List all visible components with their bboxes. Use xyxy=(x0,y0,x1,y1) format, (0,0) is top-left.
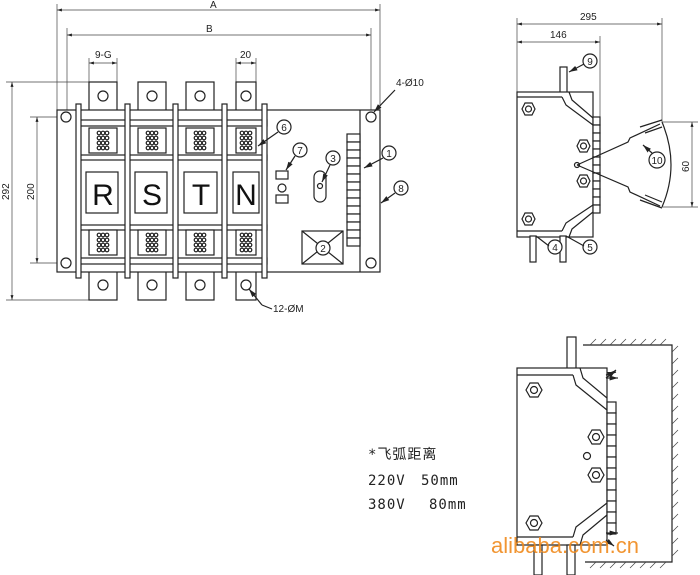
side-view: 295 146 60 9 10 4 xyxy=(516,12,698,263)
svg-text:9: 9 xyxy=(587,57,593,68)
hex-nuts xyxy=(525,382,605,531)
dim-pitch-label: 9-G xyxy=(95,50,112,61)
dim-depth-total-label: 295 xyxy=(580,12,597,23)
front-view: A B 9-G 20 292 200 xyxy=(1,0,424,315)
mount-hole xyxy=(365,257,377,269)
callouts: 2 6 7 3 1 8 4-Ø10 12-ØM xyxy=(248,78,424,315)
control-terminal-strip xyxy=(346,133,361,247)
dim-height-label: 292 xyxy=(1,183,12,200)
svg-text:4: 4 xyxy=(552,243,558,254)
mount-holes-label: 4-Ø10 xyxy=(396,78,424,89)
phase-label-s: S xyxy=(142,179,162,212)
arc-row-voltage: 380V xyxy=(368,497,406,513)
dim-b-label: B xyxy=(206,24,213,35)
phase-label-r: R xyxy=(92,179,114,212)
svg-text:7: 7 xyxy=(297,146,303,157)
arc-row-voltage: 220V xyxy=(368,473,406,489)
watermark: alibaba.com.cn xyxy=(491,533,639,558)
contact-blocks xyxy=(88,127,257,256)
mount-hole xyxy=(365,111,377,123)
arc-row-distance: 50mm xyxy=(421,473,459,489)
phase-label-t: T xyxy=(192,179,210,212)
wall xyxy=(583,344,673,563)
hex-nuts xyxy=(521,102,591,226)
arc-note-title: *飞弧距离 xyxy=(368,446,437,463)
svg-text:2: 2 xyxy=(320,244,326,255)
arc-distance-view: *飞弧距离 220V 50mm 380V 80mm xyxy=(368,336,679,575)
dim-mount-spacing-label: 200 xyxy=(26,183,37,200)
terminal-holes-label: 12-ØM xyxy=(273,304,304,315)
dim-terminal-width-label: 20 xyxy=(240,50,252,61)
dim-handle-angle-label: 60 xyxy=(681,160,692,172)
arc-row-distance: 80mm xyxy=(429,497,467,513)
dim-depth-body-label: 146 xyxy=(550,30,567,41)
svg-text:5: 5 xyxy=(587,243,593,254)
svg-text:6: 6 xyxy=(281,123,287,134)
dim-a-label: A xyxy=(210,0,217,11)
svg-text:8: 8 xyxy=(398,184,404,195)
mount-hole xyxy=(60,257,72,269)
svg-text:3: 3 xyxy=(330,154,336,165)
mount-hole xyxy=(60,111,72,123)
svg-text:1: 1 xyxy=(386,149,392,160)
svg-text:10: 10 xyxy=(651,156,663,167)
phase-label-n: N xyxy=(235,179,257,212)
